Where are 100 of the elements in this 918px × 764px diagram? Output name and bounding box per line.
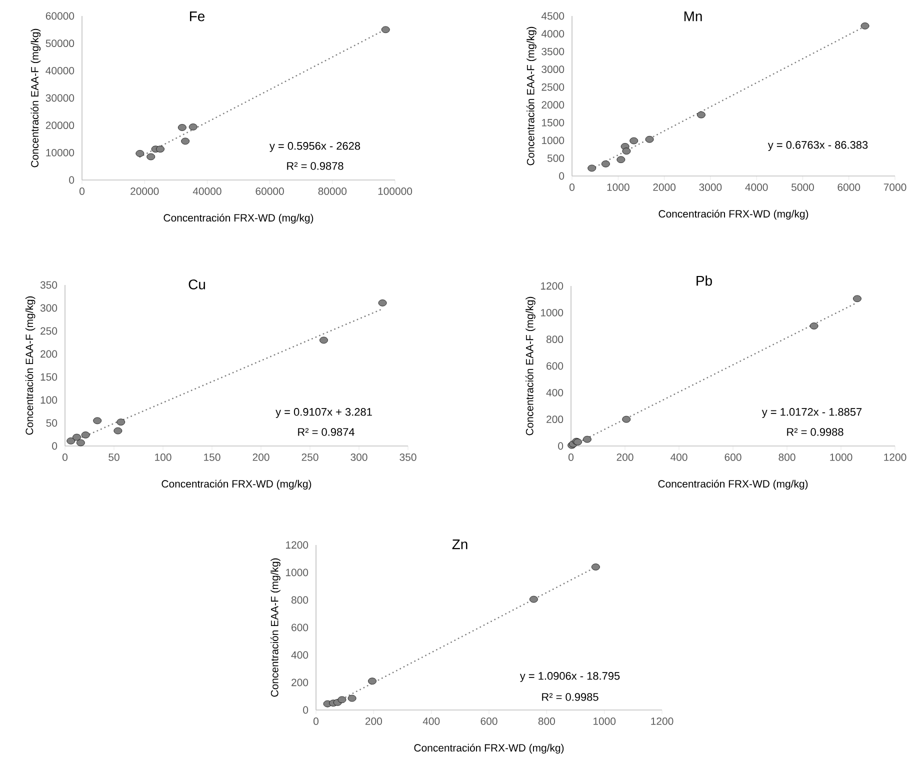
tick-label: 1200 xyxy=(541,282,564,290)
tick-label: 1000 xyxy=(594,718,616,725)
tick-label: 0 xyxy=(570,184,574,191)
axis-title: Concentración FRX-WD (mg/kg) xyxy=(414,744,564,754)
axis-title: Concentración EAA-F (mg/kg) xyxy=(30,28,41,168)
tick-label: 1200 xyxy=(884,454,906,461)
tick-label: 100000 xyxy=(378,188,412,195)
tick-label: 6000 xyxy=(838,184,860,191)
tick-label: 4000 xyxy=(745,184,768,191)
tick-label: 40000 xyxy=(46,66,74,74)
point xyxy=(583,436,592,443)
tick-label: 400 xyxy=(291,651,308,659)
tick-label: 3000 xyxy=(699,184,722,191)
point xyxy=(156,146,164,152)
axis-title: Concentración FRX-WD (mg/kg) xyxy=(658,210,808,220)
point xyxy=(93,417,102,424)
tick-label: 4000 xyxy=(541,30,564,38)
point xyxy=(645,136,654,143)
tick-label: 600 xyxy=(480,718,498,725)
tick-label: 100 xyxy=(155,454,172,461)
tick-label: 3000 xyxy=(542,66,564,74)
point xyxy=(378,300,387,306)
tick-label: 350 xyxy=(400,454,416,461)
point xyxy=(146,153,156,160)
point xyxy=(178,124,186,131)
chart-title: Mn xyxy=(684,12,702,22)
tick-label: 200 xyxy=(546,416,564,424)
axis-title: Concentración EAA-F (mg/kg) xyxy=(526,296,536,436)
trendline-equation: y = 1.0172x - 1.8857 xyxy=(762,408,862,418)
axis-title: Concentración EAA-F (mg/kg) xyxy=(526,26,536,166)
tick-label: 250 xyxy=(302,454,318,461)
axis-title: Concentración FRX-WD (mg/kg) xyxy=(658,480,808,490)
tick-label: 1000 xyxy=(607,184,630,191)
trendline-equation: R² = 0.9878 xyxy=(287,162,344,170)
chart-title: Zn xyxy=(452,540,468,550)
point xyxy=(320,336,328,344)
point xyxy=(66,438,76,444)
tick-label: 1200 xyxy=(286,541,308,549)
tick-label: 60000 xyxy=(46,12,74,20)
tick-label: 0 xyxy=(568,454,574,461)
tick-label: 800 xyxy=(546,336,564,344)
tick-label: 0 xyxy=(559,172,564,180)
point xyxy=(76,439,85,446)
tick-label: 600 xyxy=(546,362,564,370)
tick-label: 200 xyxy=(40,350,58,358)
tick-label: 10000 xyxy=(46,148,74,156)
tick-label: 300 xyxy=(40,304,58,312)
point xyxy=(188,124,198,130)
point xyxy=(181,138,190,145)
tick-label: 800 xyxy=(778,454,796,461)
tick-label: 150 xyxy=(204,454,220,461)
tick-label: 0 xyxy=(52,442,58,450)
chart-title: Fe xyxy=(190,12,205,22)
trendline-equation: y = 0.6763x - 86.383 xyxy=(768,141,868,151)
tick-label: 50000 xyxy=(46,40,74,48)
point xyxy=(114,427,122,434)
point xyxy=(588,164,596,172)
axis-title: Concentración EAA-F (mg/kg) xyxy=(25,296,36,435)
tick-label: 500 xyxy=(547,154,564,162)
trendline-equation: y = 0.9107x + 3.281 xyxy=(276,408,372,418)
trendline-equation: R² = 0.9985 xyxy=(542,693,598,701)
tick-label: 4500 xyxy=(541,12,564,20)
tick-label: 0 xyxy=(69,176,74,184)
trendline-equation: R² = 0.9874 xyxy=(298,428,354,436)
tick-label: 250 xyxy=(40,327,58,335)
point xyxy=(530,596,538,603)
tick-label: 200 xyxy=(616,454,634,461)
point xyxy=(116,418,126,426)
tick-label: 400 xyxy=(670,454,688,461)
point xyxy=(368,678,376,685)
tick-label: 1000 xyxy=(542,136,564,144)
tick-label: 0 xyxy=(314,718,318,725)
point xyxy=(81,432,90,438)
tick-label: 0 xyxy=(558,442,564,450)
point xyxy=(630,137,638,144)
tick-label: 0 xyxy=(80,188,84,195)
tick-label: 600 xyxy=(724,454,742,461)
tick-label: 3500 xyxy=(542,48,564,56)
point xyxy=(622,148,631,154)
tick-label: 80000 xyxy=(318,188,347,195)
tick-label: 1000 xyxy=(286,568,308,576)
tick-label: 60000 xyxy=(256,188,284,195)
tick-label: 200 xyxy=(292,678,308,686)
point xyxy=(860,22,870,30)
chart-title: Pb xyxy=(696,276,712,286)
tick-label: 2000 xyxy=(653,184,676,191)
axis-title: Concentración EAA-F (mg/kg) xyxy=(270,558,280,697)
tick-label: 5000 xyxy=(792,184,814,191)
point xyxy=(381,26,390,34)
tick-label: 40000 xyxy=(192,188,222,195)
trendline-equation: y = 1.0906x - 18.795 xyxy=(520,672,620,682)
tick-label: 100 xyxy=(40,396,58,404)
tick-label: 2500 xyxy=(542,83,564,91)
point xyxy=(853,295,862,302)
tick-label: 600 xyxy=(292,624,308,632)
axis-title: Concentración FRX-WD (mg/kg) xyxy=(162,480,312,490)
tick-label: 800 xyxy=(292,596,308,604)
point xyxy=(616,156,626,164)
point xyxy=(338,696,346,704)
tick-label: 30000 xyxy=(46,94,74,102)
